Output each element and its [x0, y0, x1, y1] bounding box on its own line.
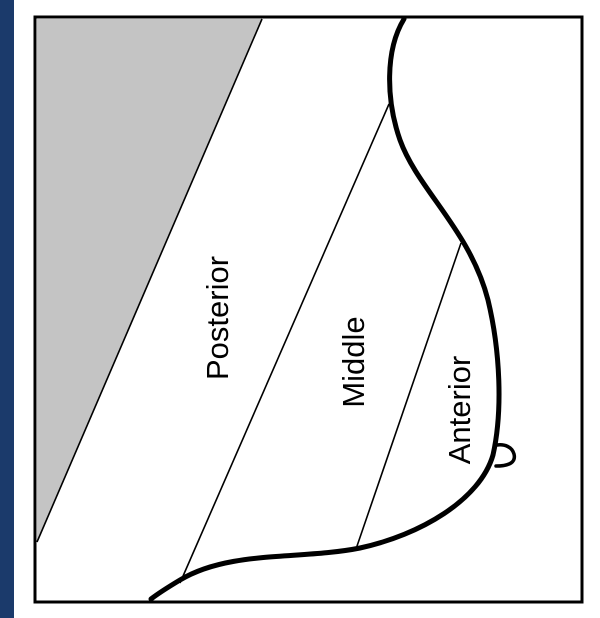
zone-label-middle: Middle [336, 316, 371, 407]
zone-label-posterior: Posterior [200, 256, 235, 380]
zone-label-anterior: Anterior [442, 356, 477, 465]
